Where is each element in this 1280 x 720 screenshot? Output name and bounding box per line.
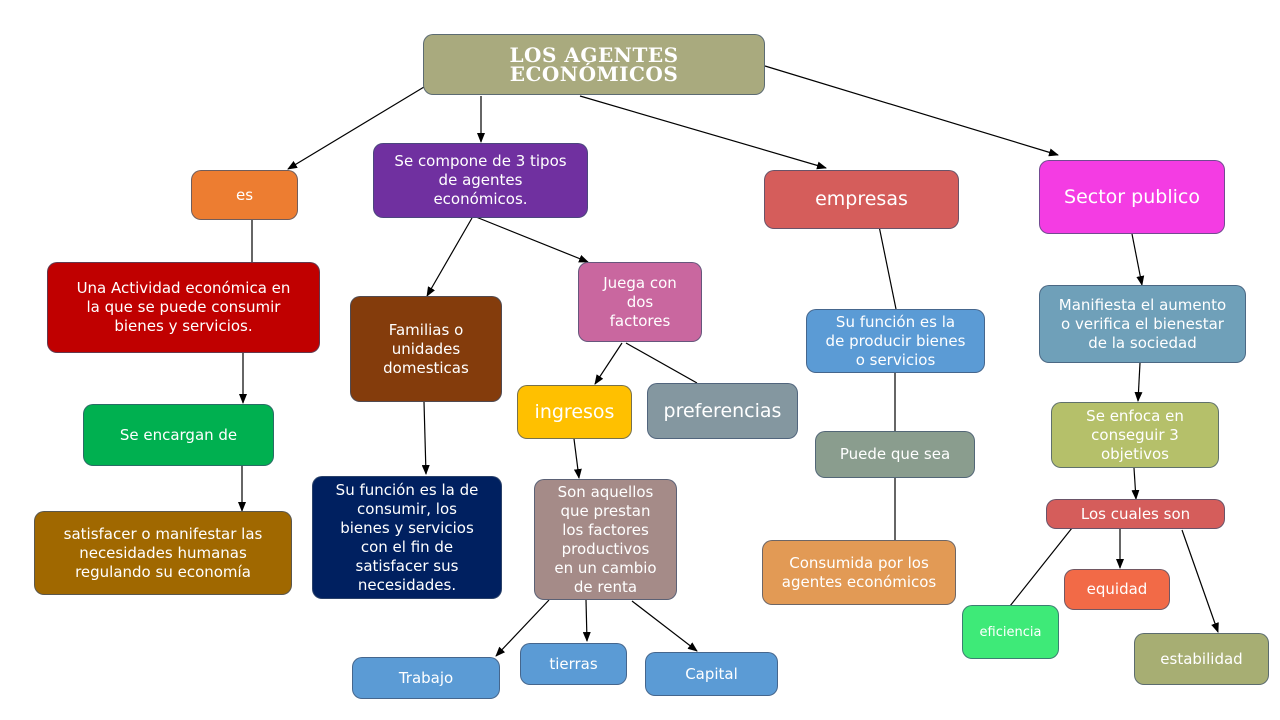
connector-cuales-eficiencia	[1009, 527, 1073, 607]
node-son-aquellos: Son aquellos que prestan los factores pr…	[534, 479, 677, 600]
node-satisfacer: satisfacer o manifestar las necesidades …	[34, 511, 292, 595]
node-equidad: equidad	[1064, 569, 1170, 610]
node-tipos-agentes: Se compone de 3 tipos de agentes económi…	[373, 143, 588, 218]
node-preferencias: preferencias	[647, 383, 798, 439]
connector-cuales-estabilidad	[1181, 529, 1219, 633]
connector-title-sector	[764, 65, 1059, 157]
node-capital: Capital	[645, 652, 778, 696]
node-sector-publico: Sector publico	[1039, 160, 1225, 234]
connector-aquellos-trabajo	[495, 599, 550, 657]
node-ingresos: ingresos	[517, 385, 632, 439]
node-juega-factores: Juega con dos factores	[578, 262, 702, 342]
connector-tipos-familias	[426, 217, 473, 297]
node-trabajo: Trabajo	[352, 657, 500, 699]
connector-tipos-juega	[475, 216, 589, 263]
node-consumida: Consumida por los agentes económicos	[762, 540, 956, 605]
node-tierras: tierras	[520, 643, 627, 685]
node-se-enfoca: Se enfoca en conseguir 3 objetivos	[1051, 402, 1219, 468]
node-funcion-producir: Su función es la de producir bienes o se…	[806, 309, 985, 373]
node-se-encargan: Se encargan de	[83, 404, 274, 466]
node-manifiesta: Manifiesta el aumento o verifica el bien…	[1039, 285, 1246, 363]
node-actividad-economica: Una Actividad económica en la que se pue…	[47, 262, 320, 353]
node-eficiencia: eficiencia	[962, 605, 1059, 659]
node-los-cuales-son: Los cuales son	[1046, 499, 1225, 529]
connector-manifiesta-enfoca	[1134, 362, 1143, 402]
connector-familias-funcion	[421, 401, 430, 475]
node-puede-que-sea: Puede que sea	[815, 431, 975, 478]
node-title: LOS AGENTES ECONÓMICOS	[423, 34, 765, 95]
connector-sector-manifiesta	[1131, 233, 1145, 286]
connector-juega-preferencias	[625, 342, 698, 384]
connector-title-es	[287, 86, 425, 170]
connector-aquellos-capital	[631, 600, 698, 652]
node-funcion-consumir: Su función es la de consumir, los bienes…	[312, 476, 502, 599]
connector-empresas-funcion	[878, 225, 897, 310]
node-empresas: empresas	[764, 170, 959, 229]
node-es: es	[191, 170, 298, 220]
connector-enfoca-cuales	[1131, 467, 1140, 500]
connector-ingresos-aquellos	[573, 438, 582, 479]
connector-title-empresas	[579, 95, 827, 170]
node-estabilidad: estabilidad	[1134, 633, 1269, 685]
node-familias: Familias o unidades domesticas	[350, 296, 502, 402]
connector-juega-ingresos	[594, 342, 623, 385]
connector-aquellos-tierras	[582, 599, 591, 642]
